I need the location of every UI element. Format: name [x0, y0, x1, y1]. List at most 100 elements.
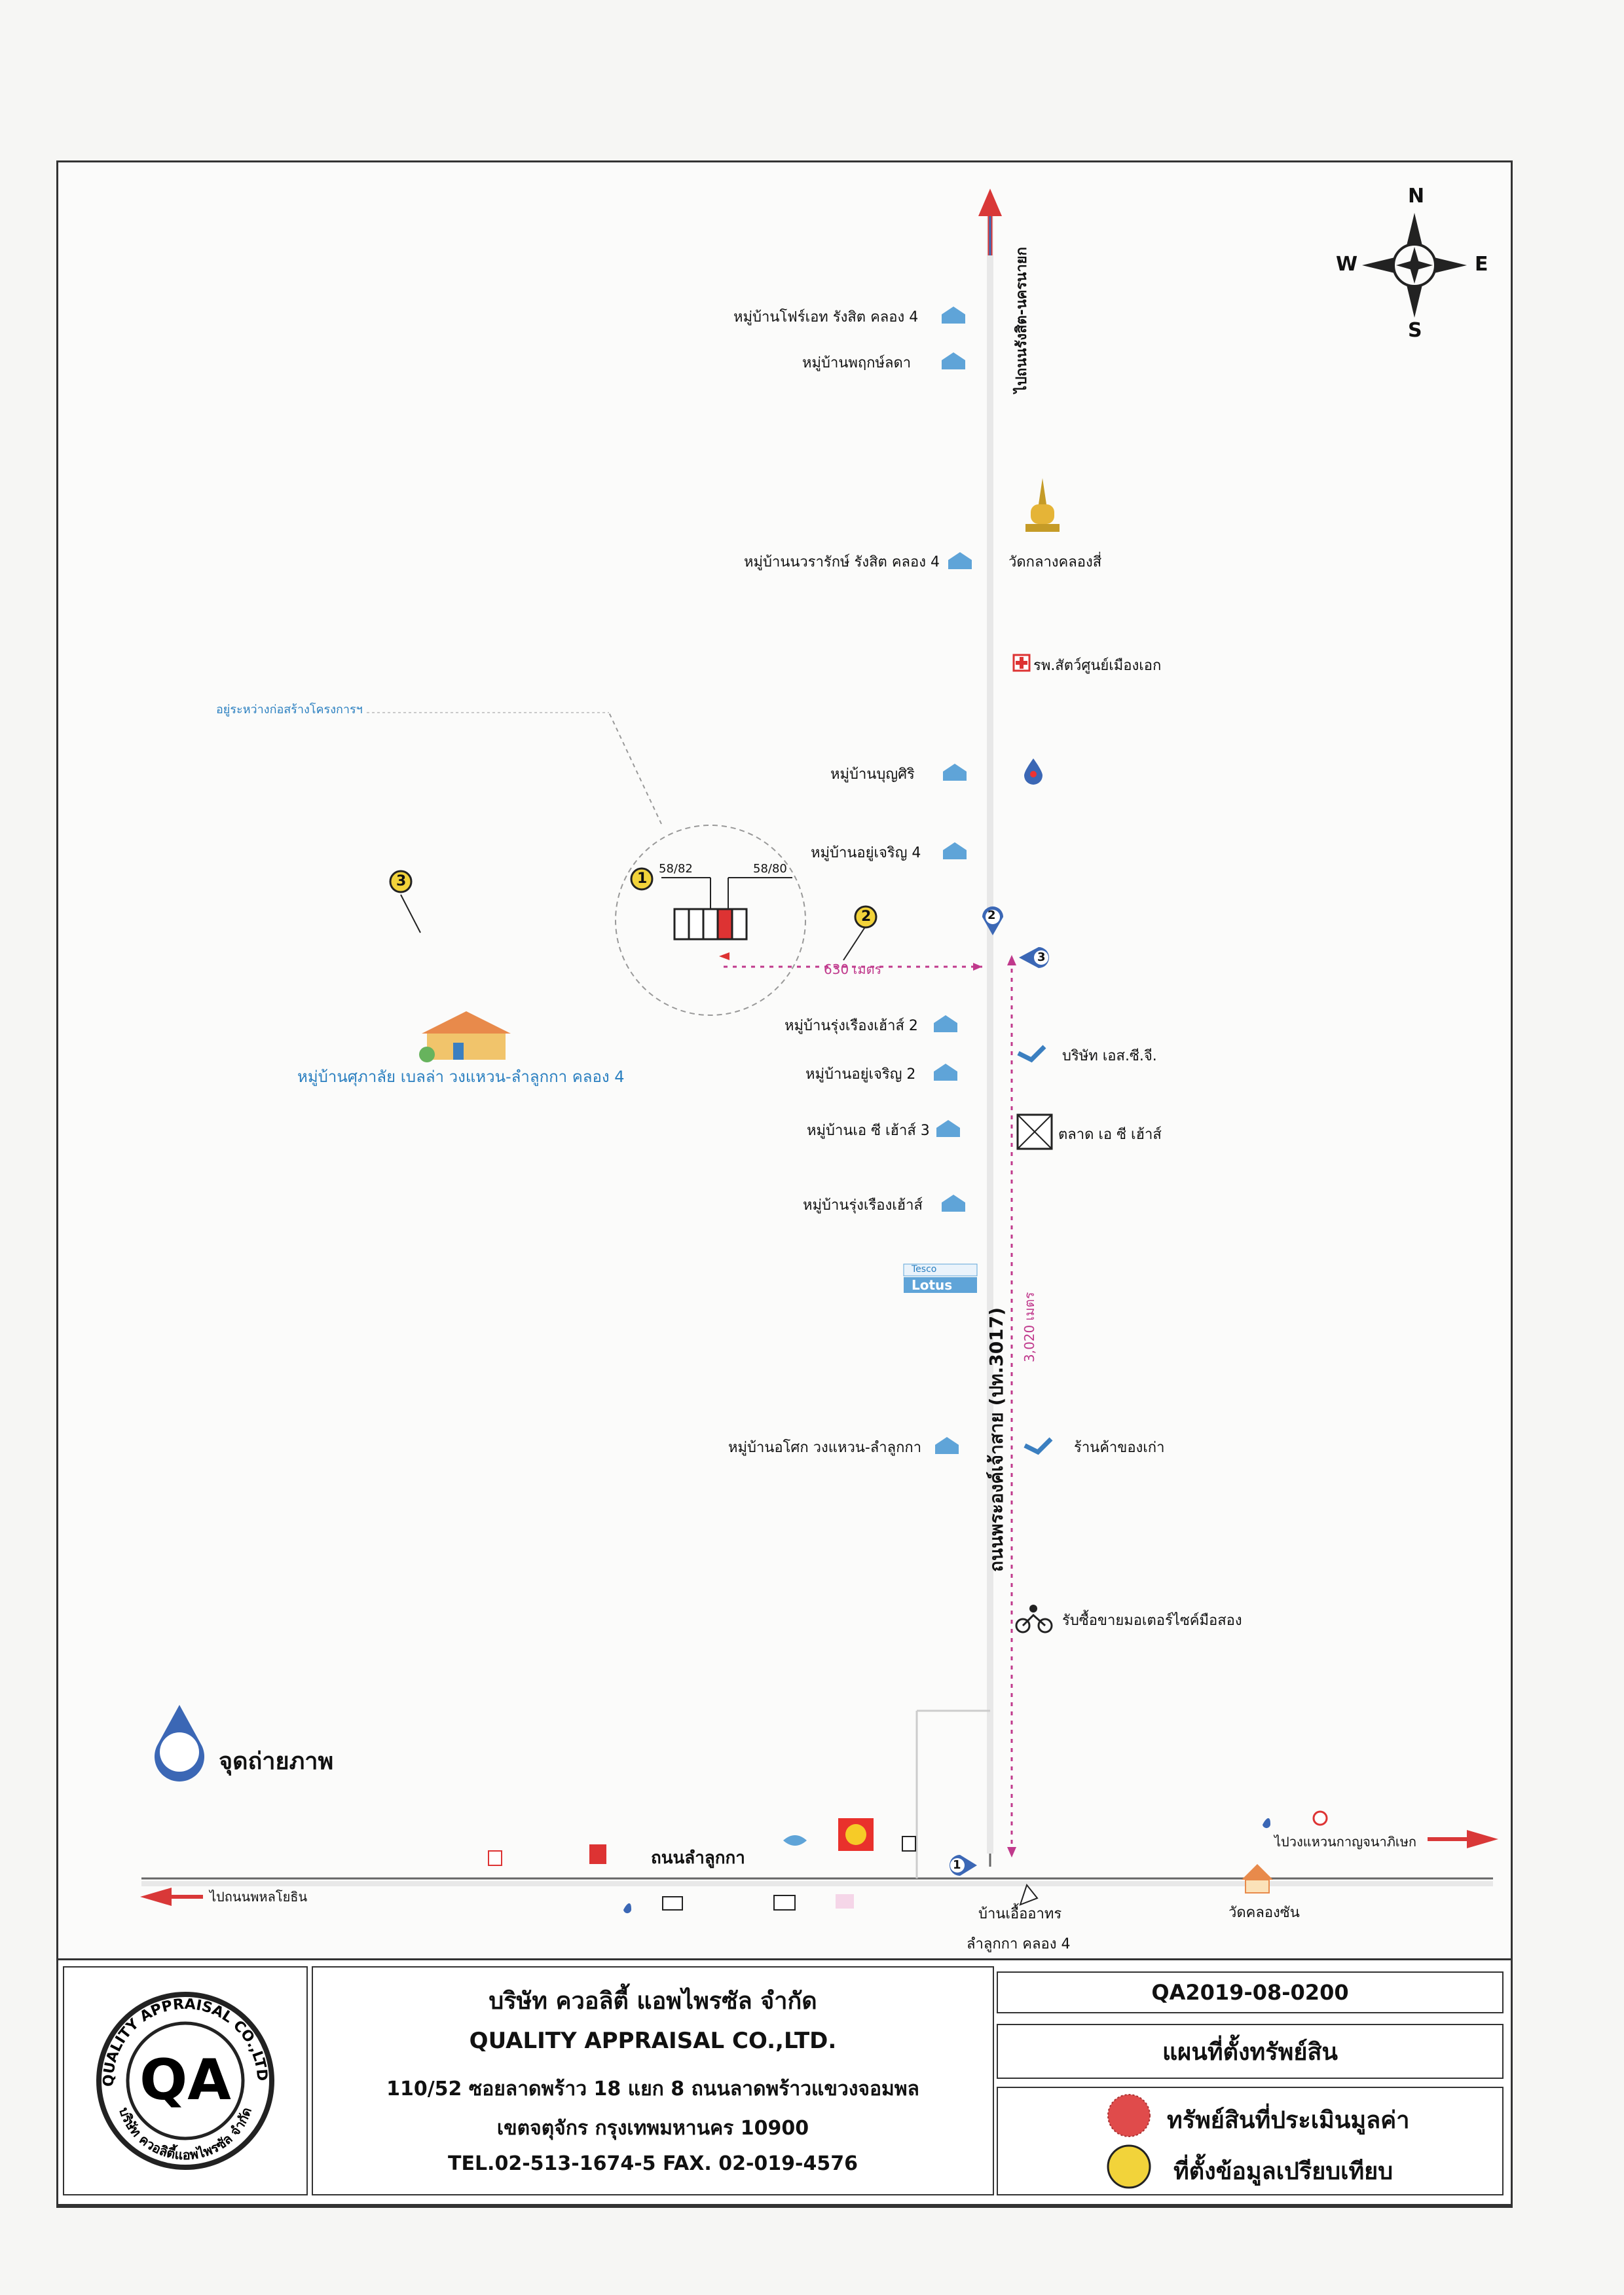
pin-3-num: 3 — [1037, 950, 1046, 964]
gas-station-icon — [1024, 758, 1043, 785]
hospital-icon — [1012, 654, 1031, 672]
cafe-icon — [836, 1894, 854, 1909]
bottom-temple-icon — [1242, 1864, 1273, 1894]
legend-yellow-dot — [1107, 2144, 1151, 2189]
lotus-label: Lotus — [912, 1277, 953, 1293]
village-icon-2 — [942, 352, 965, 369]
village-icon-5 — [943, 842, 967, 859]
compass-e: E — [1475, 253, 1488, 276]
village-label-9: หมู่บ้านรุ่งเรืองเฮ้าส์ — [803, 1197, 923, 1214]
comparison-marker-2 — [854, 905, 877, 929]
village-label-3: หมู่บ้านนวรารักษ์ รังสิต คลอง 4 — [744, 554, 940, 570]
north-arrow-road — [978, 189, 1002, 255]
company-address-2: เขตจตุจักร กรุงเทพมหานคร 10900 — [496, 2117, 809, 2140]
compass-n: N — [1408, 185, 1425, 208]
shop-label: ร้านค้าของเก่า — [1074, 1440, 1165, 1456]
compass-icon — [1362, 213, 1467, 318]
lotus-top-label: Tesco — [912, 1264, 937, 1275]
bottom-shop-icon — [1019, 1883, 1039, 1906]
compass-w: W — [1336, 253, 1358, 276]
village-label-6: หมู่บ้านรุ่งเรืองเฮ้าส์ 2 — [784, 1018, 918, 1034]
building-icon — [662, 1896, 683, 1911]
plot-a-label: 58/82 — [659, 862, 693, 876]
company-name-th: บริษัท ควอลิตี้ แอพไพรซัล จำกัด — [489, 1988, 817, 2015]
shop-red-icon — [589, 1844, 606, 1864]
company-info-cell: บริษัท ควอลิตี้ แอพไพรซัล จำกัด QUALITY … — [312, 1966, 994, 2195]
post-icon — [773, 1895, 796, 1911]
photo-point-label: จุดถ่ายภาพ — [219, 1748, 334, 1775]
comparison-marker-3 — [389, 870, 413, 893]
townhouse-units-icon — [673, 908, 748, 941]
motorcycle-icon — [1015, 1605, 1053, 1633]
west-arrow-road — [140, 1888, 203, 1906]
right-shop-icon — [1312, 1810, 1328, 1826]
east-road-label: ไปวงแหวนกาญจนาภิเษก — [1274, 1834, 1417, 1850]
company-logo: QUALITY APPRAISAL CO.,LTD. บริษัท ควอลิต… — [87, 1983, 274, 2170]
comparison-marker-1 — [630, 867, 654, 891]
village-label-4: หมู่บ้านบุญศิริ — [830, 766, 915, 783]
shop-icon — [1024, 1437, 1053, 1455]
seven-eleven-icon-2 — [902, 1836, 916, 1852]
side-distance-label: 630 เมตร — [824, 961, 882, 977]
project-note-label: อยู่ระหว่างก่อสร้างโครงการฯ — [216, 703, 363, 717]
village-label-7: หมู่บ้านอยู่เจริญ 2 — [805, 1066, 916, 1083]
company-name-en: QUALITY APPRAISAL CO.,LTD. — [469, 2028, 837, 2054]
code-cell: QA2019-08-0200 — [997, 1971, 1504, 2013]
village-icon-8 — [936, 1120, 960, 1137]
top-road-label: ไปถนนรังสิต-นครนายก — [1014, 246, 1030, 393]
marker-2-num: 2 — [861, 908, 872, 925]
bottom-temple-label: วัดคลองซัน — [1228, 1905, 1300, 1921]
village-icon-7 — [934, 1064, 957, 1081]
gas-bottom-icon — [623, 1903, 632, 1914]
moto-label: รับซื้อขายมอเตอร์ไซค์มือสอง — [1062, 1613, 1242, 1629]
village-label-5: หมู่บ้านอยู่เจริญ 4 — [811, 845, 921, 861]
company-label: บริษัท เอส.ซี.จี. — [1062, 1048, 1157, 1064]
market-label: ตลาด เอ ซี เฮ้าส์ — [1058, 1127, 1162, 1143]
village-icon-4 — [943, 764, 967, 781]
legend-cell: ทรัพย์สินที่ประเมินมูลค่า ที่ตั้งข้อมูลเ… — [997, 2087, 1504, 2195]
photo-pin-3-icon — [1019, 947, 1049, 968]
company-icon — [1017, 1045, 1046, 1063]
pin-1-num: 1 — [953, 1858, 961, 1872]
legend-red-label: ทรัพย์สินที่ประเมินมูลค่า — [1167, 2107, 1410, 2134]
village-label-1: หมู่บ้านโฟร์เอท รังสิต คลอง 4 — [733, 309, 919, 326]
village-icon-6 — [934, 1015, 957, 1032]
lotus-icon — [903, 1263, 978, 1293]
plot-b-label: 58/80 — [753, 862, 787, 876]
subject-site-circle — [615, 825, 806, 1016]
market-icon — [1016, 1113, 1053, 1150]
company-address-1: 110/52 ซอยลาดพร้าว 18 แยก 8 ถนนลาดพร้าวแ… — [386, 2078, 919, 2100]
temple-top-label: วัดกลางคลองสี่ — [1008, 554, 1102, 570]
bottom-shop-sub-label: ลำลูกกา คลอง 4 — [967, 1936, 1071, 1952]
bank-icon — [783, 1835, 807, 1846]
village-label-2: หมู่บ้านพฤกษ์ลดา — [802, 355, 912, 371]
seven-eleven-icon-1 — [488, 1850, 502, 1866]
temple-icon — [1025, 478, 1060, 532]
bottom-road-label: ถนนลำลูกกา — [651, 1848, 745, 1868]
marker-3-num: 3 — [396, 873, 407, 889]
village-icons — [934, 307, 972, 1454]
bottom-shop-label: บ้านเอื้ออาทร — [978, 1906, 1062, 1922]
gas-right-icon — [1263, 1818, 1271, 1829]
big-village-icon — [419, 1011, 511, 1062]
village-icon-10 — [935, 1437, 959, 1454]
main-distance-label: 3,020 เมตร — [1022, 1292, 1037, 1362]
east-arrow-road — [1428, 1830, 1498, 1848]
compass-s: S — [1408, 319, 1422, 342]
big-village-label: หมู่บ้านศุภาลัย เบลล่า วงแหวน-ลำลูกกา คล… — [297, 1068, 625, 1086]
photo-point-legend-icon — [155, 1705, 204, 1782]
legend-yellow-label: ที่ตั้งข้อมูลเปรียบเทียบ — [1173, 2158, 1393, 2185]
logo-cell: QUALITY APPRAISAL CO.,LTD. บริษัท ควอลิต… — [63, 1966, 308, 2195]
pin-2-num: 2 — [987, 908, 996, 922]
village-label-8: หมู่บ้านเอ ซี เฮ้าส์ 3 — [807, 1123, 930, 1139]
village-icon-3 — [948, 552, 972, 569]
west-road-label: ไปถนนพหลโยธิน — [210, 1889, 308, 1905]
company-contact: TEL.02-513-1674-5 FAX. 02-019-4576 — [447, 2152, 858, 2175]
main-road-label: ถนนพระองค์เจ้าสาย (ปท.3017) — [986, 1307, 1007, 1572]
village-label-10: หมู่บ้านอโศก วงแหวน-ลำลูกกา — [728, 1440, 922, 1456]
photo-pin-1-icon — [950, 1855, 977, 1876]
photo-pin-2-icon — [982, 906, 1003, 935]
logo-letters: QA — [139, 2047, 231, 2113]
marker-1-num: 1 — [637, 870, 648, 887]
hospital-label: รพ.สัตว์ศูนย์เมืองเอก — [1033, 658, 1162, 674]
